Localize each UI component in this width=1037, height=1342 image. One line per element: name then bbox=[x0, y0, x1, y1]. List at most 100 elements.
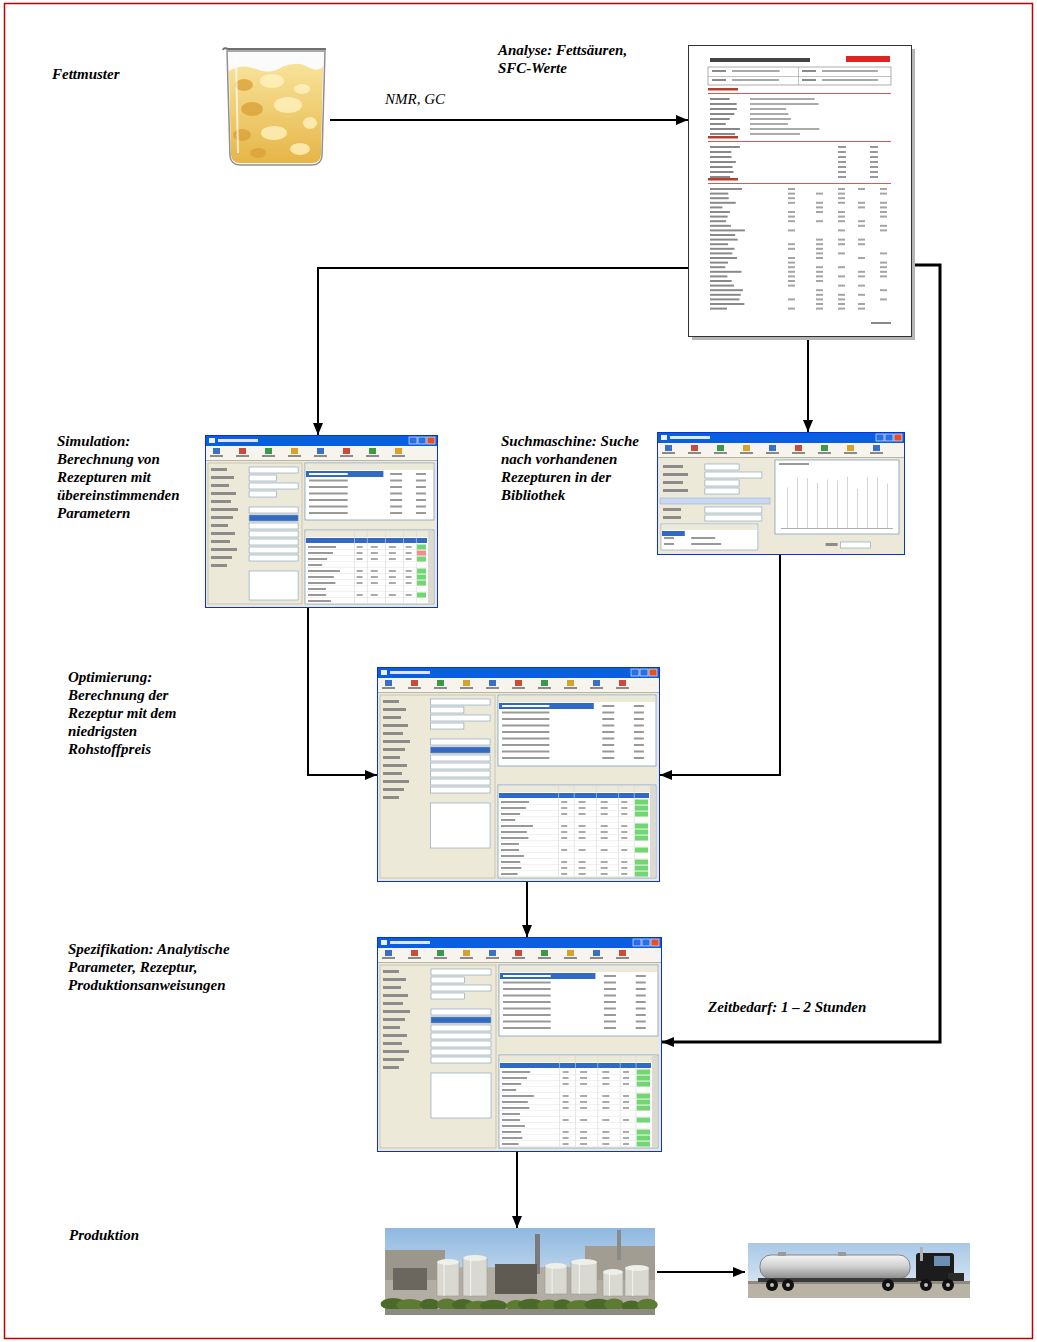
window-mockup-part bbox=[306, 531, 433, 537]
window-mockup-part bbox=[390, 480, 402, 482]
window-mockup-part bbox=[427, 437, 435, 444]
window-mockup-part bbox=[538, 957, 551, 959]
window-mockup-part bbox=[636, 995, 646, 997]
report-page-part bbox=[710, 133, 735, 135]
report-page-part bbox=[846, 56, 890, 62]
window-mockup-part bbox=[658, 433, 904, 443]
window-mockup-part bbox=[500, 1140, 651, 1142]
window-mockup-part bbox=[431, 707, 464, 713]
window-mockup-part bbox=[579, 867, 586, 869]
window-mockup-part bbox=[769, 445, 776, 451]
window-mockup-part bbox=[563, 1137, 569, 1139]
window-mockup-part bbox=[431, 977, 465, 983]
factory-drawing-part bbox=[393, 1268, 427, 1290]
report-page-part bbox=[816, 193, 823, 195]
page-border bbox=[5, 4, 1033, 1339]
window-mockup-part bbox=[501, 867, 521, 869]
window-mockup-part bbox=[602, 712, 614, 714]
report-page-part bbox=[870, 146, 878, 148]
window-mockup-part bbox=[417, 569, 426, 574]
window-mockup-part bbox=[563, 1071, 569, 1073]
window-mockup-part bbox=[384, 531, 386, 603]
window-mockup-part bbox=[408, 687, 421, 689]
window-mockup-part bbox=[503, 995, 551, 997]
window-mockup-part bbox=[499, 804, 649, 806]
truck-photo-part bbox=[760, 1255, 910, 1279]
report-page-part bbox=[710, 211, 730, 213]
factory-drawing-part bbox=[495, 1264, 537, 1294]
simulation-window: Simulation: Berechnung von Rezepturen mi… bbox=[205, 435, 438, 608]
report-page-part bbox=[710, 123, 726, 125]
beaker-drawing-part bbox=[260, 74, 284, 88]
window-mockup-part bbox=[437, 950, 444, 956]
window-mockup-part bbox=[602, 1071, 609, 1073]
window-mockup-part bbox=[635, 806, 648, 811]
factory-drawing-part bbox=[385, 1309, 655, 1315]
window-mockup-part bbox=[602, 1143, 609, 1145]
window-mockup-part bbox=[640, 669, 648, 676]
report-page-part bbox=[710, 289, 743, 291]
report-page-part bbox=[838, 156, 846, 158]
window-mockup-part bbox=[211, 532, 235, 535]
window-mockup bbox=[658, 433, 905, 555]
window-mockup-part bbox=[501, 831, 527, 833]
report-page-part bbox=[750, 123, 788, 125]
window-mockup-part bbox=[580, 1137, 587, 1139]
window-mockup-part bbox=[580, 1071, 587, 1073]
window-mockup-part bbox=[894, 434, 902, 441]
truck-photo-part bbox=[778, 1252, 786, 1256]
window-mockup-part bbox=[380, 695, 495, 878]
window-mockup-part bbox=[498, 785, 656, 878]
window-mockup-part bbox=[211, 484, 229, 487]
report-page-part bbox=[710, 262, 728, 264]
report-page-part bbox=[708, 93, 891, 95]
window-mockup-part bbox=[383, 1026, 400, 1029]
window-mockup-part bbox=[499, 1055, 658, 1148]
step-label: Simulation: Berechnung von Rezepturen mi… bbox=[57, 432, 200, 522]
analysis-report-picture bbox=[688, 45, 915, 340]
report-page-part bbox=[788, 229, 795, 231]
window-mockup-part bbox=[306, 549, 427, 551]
report-page-part bbox=[870, 161, 878, 163]
window-mockup-part bbox=[561, 825, 567, 827]
window-mockup-part bbox=[500, 1086, 651, 1088]
window-mockup-part bbox=[561, 813, 567, 815]
window-mockup-part bbox=[211, 516, 233, 519]
report-page-part bbox=[732, 79, 779, 81]
window-mockup-part bbox=[428, 531, 433, 603]
window-mockup-part bbox=[383, 732, 403, 735]
window-mockup-part bbox=[558, 786, 560, 877]
report-page-part bbox=[880, 275, 887, 277]
window-mockup-part bbox=[635, 836, 648, 841]
window-mockup-part bbox=[211, 540, 230, 543]
window-mockup-part bbox=[705, 472, 762, 478]
window-mockup-part bbox=[580, 1083, 587, 1085]
window-mockup-part bbox=[383, 994, 408, 997]
window-mockup-part bbox=[317, 448, 324, 454]
window-mockup-part bbox=[383, 724, 408, 727]
report-page-part bbox=[710, 298, 739, 300]
window-mockup-part bbox=[431, 699, 491, 705]
report-page-part bbox=[858, 225, 865, 227]
search-window: Suchmaschine: Suche nach vorhandenen Rez… bbox=[657, 432, 905, 555]
report-page-part bbox=[788, 280, 795, 282]
window-mockup-part bbox=[406, 594, 412, 596]
truck-photo-part bbox=[882, 1279, 894, 1291]
window-mockup-part bbox=[621, 801, 627, 803]
window-mockup-part bbox=[637, 1130, 650, 1135]
window-mockup-part bbox=[604, 995, 616, 997]
window-mockup-part bbox=[637, 1136, 650, 1141]
report-page-part bbox=[838, 216, 845, 218]
window-mockup-part bbox=[431, 1025, 491, 1031]
specification-window: Spezifikation: Analytische Parameter, Re… bbox=[377, 937, 662, 1152]
window-mockup-part bbox=[807, 478, 809, 528]
search-window-picture bbox=[657, 432, 905, 555]
step-heading: Analyse: Fettsäuren, SFC-Werte bbox=[498, 41, 660, 77]
window-mockup-part bbox=[249, 467, 298, 473]
window-mockup-part bbox=[306, 591, 427, 593]
flow-arrow bbox=[526, 882, 528, 937]
window-mockup-part bbox=[651, 939, 659, 946]
report-page-part bbox=[858, 285, 865, 287]
window-mockup-part bbox=[306, 585, 427, 587]
